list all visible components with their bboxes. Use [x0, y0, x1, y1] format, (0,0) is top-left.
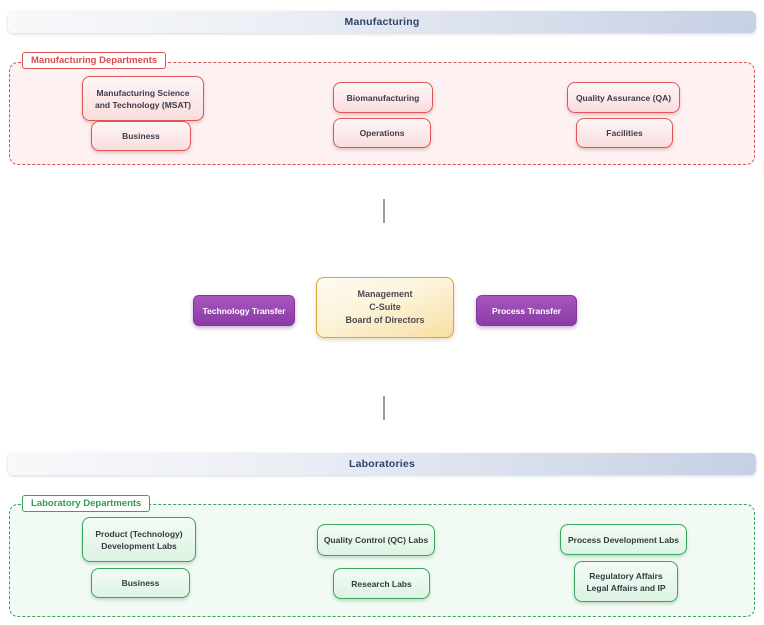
management-box-label: Management C-Suite Board of Directors [345, 289, 425, 325]
laboratories-section-bar: Laboratories [8, 453, 756, 475]
lab-box-research-labs: Research Labs [333, 568, 430, 599]
lab-box-business-laboratory: Business [91, 568, 190, 598]
dept-box-msat-label: Manufacturing Science and Technology (MS… [94, 87, 191, 110]
lab-box-quality-control-label: Quality Control (QC) Labs [323, 535, 429, 545]
lab-box-product-development-label: Product (Technology) Development Labs [95, 528, 183, 551]
dept-box-biomanufacturing-label: Biomanufacturing [346, 92, 420, 103]
laboratory-departments-label: Laboratory Departments [22, 495, 151, 512]
manufacturing-departments-label: Manufacturing Departments [22, 52, 167, 69]
manufacturing-section-bar: Manufacturing [8, 11, 756, 33]
manufacturing-section-title: Manufacturing [344, 16, 420, 28]
dept-box-facilities-label: Facilities [606, 128, 643, 138]
technology-transfer-box: Technology Transfer [193, 295, 295, 326]
lab-box-regulatory-affairs-label: Regulatory Affairs Legal Affairs and IP [586, 570, 666, 593]
management-box: Management C-Suite Board of Directors [316, 277, 454, 338]
dept-box-msat: Manufacturing Science and Technology (MS… [82, 76, 204, 121]
process-transfer-label: Process Transfer [492, 305, 561, 316]
dept-box-business-manufacturing: Business [91, 121, 191, 151]
dept-box-biomanufacturing: Biomanufacturing [333, 82, 433, 113]
dept-box-operations-label: Operations [359, 128, 405, 138]
lab-box-research-labs-label: Research Labs [351, 578, 412, 589]
lab-box-product-development: Product (Technology) Development Labs [82, 517, 196, 562]
dept-box-business-manufacturing-label: Business [122, 131, 160, 141]
lab-box-regulatory-affairs: Regulatory Affairs Legal Affairs and IP [574, 561, 678, 602]
lab-box-process-development: Process Development Labs [560, 524, 687, 555]
dept-box-facilities: Facilities [576, 118, 673, 148]
laboratory-departments-label-text: Laboratory Departments [31, 498, 142, 509]
dept-box-quality-assurance-label: Quality Assurance (QA) [575, 92, 672, 103]
lab-box-process-development-label: Process Development Labs [567, 534, 679, 545]
dept-box-operations: Operations [333, 118, 431, 148]
lab-box-quality-control: Quality Control (QC) Labs [317, 524, 435, 556]
technology-transfer-label: Technology Transfer [202, 305, 286, 316]
connector-line-bottom [383, 396, 385, 420]
laboratories-section-title: Laboratories [349, 458, 415, 470]
lab-box-business-laboratory-label: Business [121, 578, 160, 588]
process-transfer-box: Process Transfer [476, 295, 577, 326]
dept-box-quality-assurance: Quality Assurance (QA) [567, 82, 680, 113]
connector-line-top [383, 199, 385, 223]
manufacturing-departments-label-text: Manufacturing Departments [31, 55, 158, 66]
